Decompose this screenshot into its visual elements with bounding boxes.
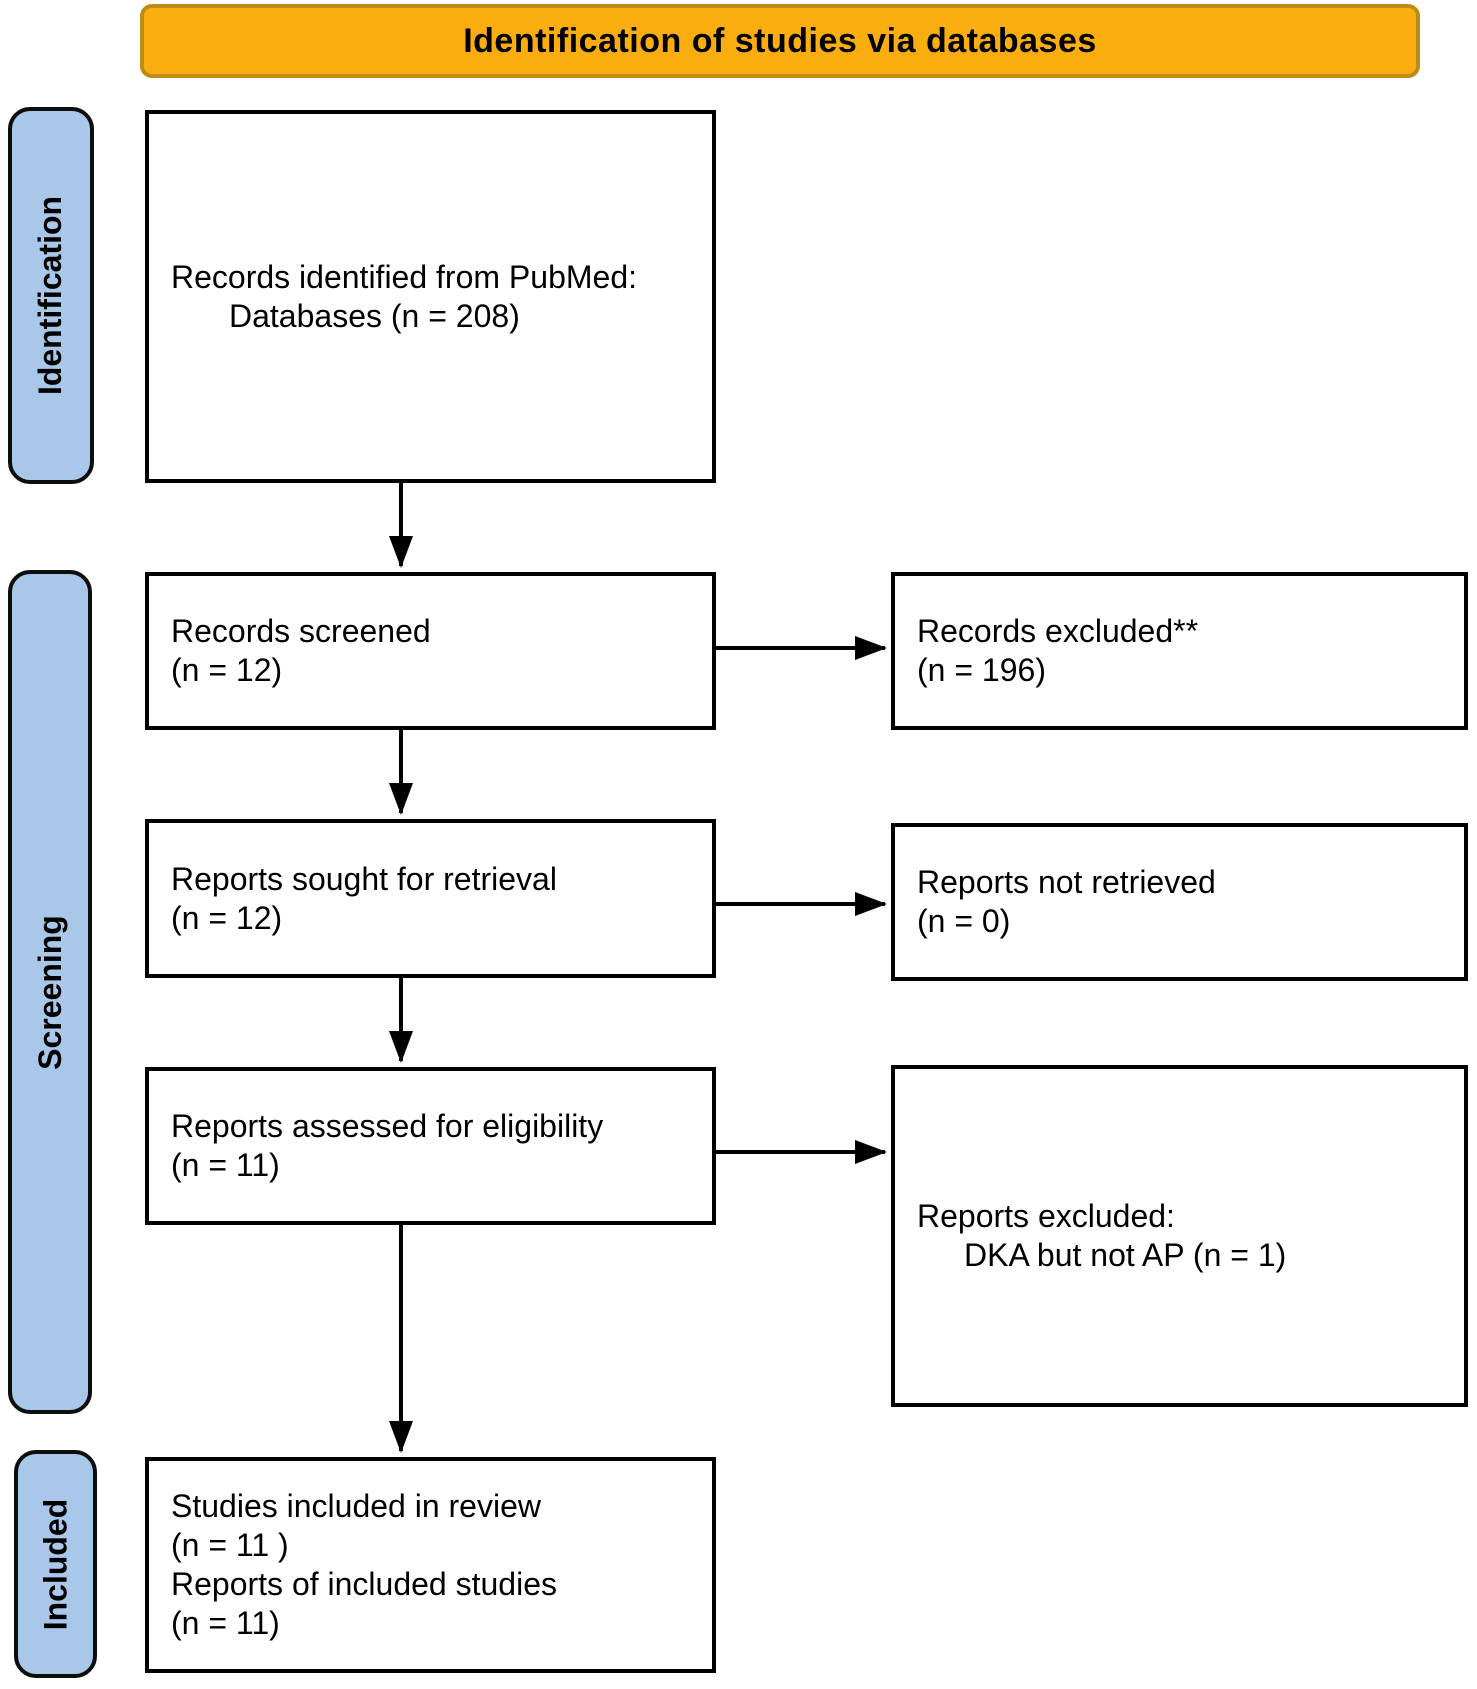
box-text-line: (n = 196) (917, 652, 1046, 688)
stage-label-included: Included (37, 1498, 73, 1630)
box-text-line: Reports not retrieved (917, 864, 1216, 900)
box-reports-excluded: Reports excluded: DKA but not AP (n = 1) (891, 1065, 1468, 1407)
stage-bar-included: Included (14, 1450, 97, 1678)
box-reports-assessed: Reports assessed for eligibility (n = 11… (145, 1067, 716, 1225)
box-text-line: Records excluded** (917, 613, 1199, 649)
stage-bar-identification: Identification (8, 107, 94, 484)
box-text-line: DKA but not AP (n = 1) (964, 1237, 1287, 1273)
box-text-line: (n = 11 ) (171, 1527, 289, 1563)
box-reports-not-retrieved: Reports not retrieved (n = 0) (891, 823, 1468, 981)
box-text-line: (n = 11) (171, 1605, 280, 1641)
box-text-line: Records identified from PubMed: (171, 258, 637, 295)
box-text-line: (n = 0) (917, 903, 1011, 939)
box-text-line: Databases (n = 208) (229, 297, 520, 334)
box-text-line: Reports sought for retrieval (171, 860, 557, 897)
box-text-line: Reports assessed for eligibility (171, 1108, 604, 1144)
box-records-identified: Records identified from PubMed: Database… (145, 110, 716, 483)
box-text-line: (n = 11) (171, 1147, 280, 1183)
stage-bar-screening: Screening (8, 570, 92, 1414)
box-studies-included: Studies included in review (n = 11 ) Rep… (145, 1457, 716, 1673)
box-records-screened: Records screened (n = 12) (145, 572, 716, 730)
box-text-line: Records screened (171, 613, 431, 649)
box-text-line: Reports excluded: (917, 1198, 1175, 1234)
box-reports-sought: Reports sought for retrieval (n = 12) (145, 819, 716, 978)
box-text-line: (n = 12) (171, 899, 283, 936)
stage-label-screening: Screening (31, 914, 68, 1070)
box-text-line: Reports of included studies (171, 1566, 557, 1602)
header-banner: Identification of studies via databases (140, 4, 1420, 78)
header-title: Identification of studies via databases (463, 21, 1097, 60)
box-text-line: Studies included in review (171, 1488, 541, 1524)
box-records-excluded: Records excluded** (n = 196) (891, 572, 1468, 730)
stage-label-identification: Identification (32, 195, 69, 396)
box-text-line: (n = 12) (171, 652, 283, 688)
